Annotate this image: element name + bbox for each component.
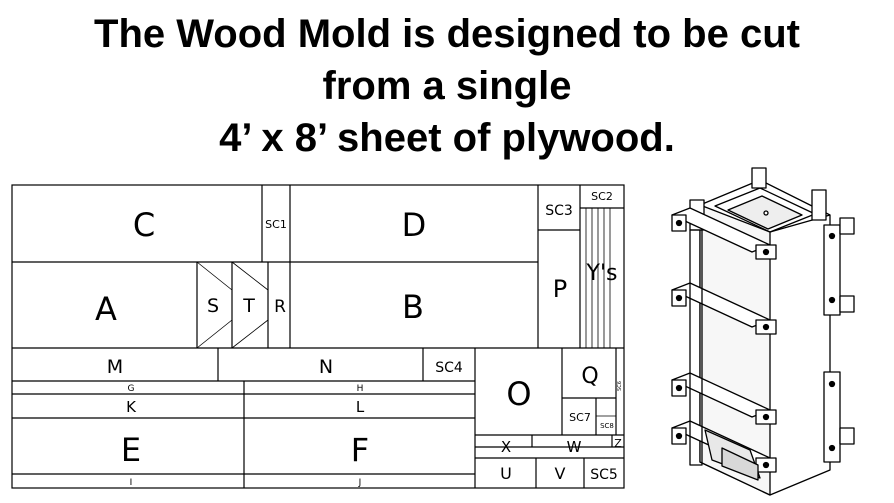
piece-sc1-label: SC1: [265, 218, 287, 231]
piece-sc8-label: SC8: [600, 422, 614, 430]
piece-l-label: L: [356, 398, 365, 416]
page-title: The Wood Mold is designed to be cut from…: [0, 8, 894, 164]
piece-d-label: D: [402, 206, 427, 244]
piece-k-label: K: [126, 398, 137, 416]
piece-i-label: I: [130, 478, 133, 488]
piece-w-label: W: [567, 438, 582, 456]
title-line-1: The Wood Mold is designed to be cut: [94, 12, 800, 56]
piece-h-label: H: [357, 384, 364, 394]
piece-z-label: Z: [614, 437, 622, 450]
piece-c-label: C: [133, 206, 155, 244]
piece-b-label: B: [402, 288, 424, 326]
piece-j-label: J: [358, 478, 362, 488]
piece-o-label: O: [506, 375, 531, 413]
piece-e-label: E: [121, 431, 141, 469]
piece-x-label: X: [501, 438, 511, 456]
piece-n-label: N: [319, 356, 333, 378]
piece-f-label: F: [351, 431, 369, 469]
piece-a-label: A: [95, 290, 117, 328]
assembled-mold-drawing: [671, 167, 855, 496]
piece-t-label: T: [242, 295, 255, 317]
piece-sc6-label: SC6: [617, 381, 623, 391]
piece-s-label: S: [207, 295, 219, 317]
plywood-sheet-outline: [11, 184, 625, 489]
piece-v-label: V: [555, 464, 566, 483]
piece-ys-label: Y's: [586, 261, 618, 286]
piece-g-label: G: [128, 384, 135, 394]
title-line-2: from a single: [322, 64, 572, 108]
piece-u-label: U: [500, 464, 512, 483]
piece-q-label: Q: [581, 364, 598, 389]
piece-m-label: M: [107, 356, 123, 378]
piece-sc7-label: SC7: [569, 411, 591, 424]
piece-sc5-label: SC5: [590, 467, 618, 483]
piece-p-label: P: [553, 275, 567, 303]
piece-sc2-label: SC2: [591, 190, 613, 203]
piece-r-label: R: [274, 297, 286, 317]
title-line-3: 4’ x 8’ sheet of plywood.: [219, 116, 675, 160]
piece-sc3-label: SC3: [545, 203, 573, 219]
piece-sc4-label: SC4: [435, 360, 463, 376]
